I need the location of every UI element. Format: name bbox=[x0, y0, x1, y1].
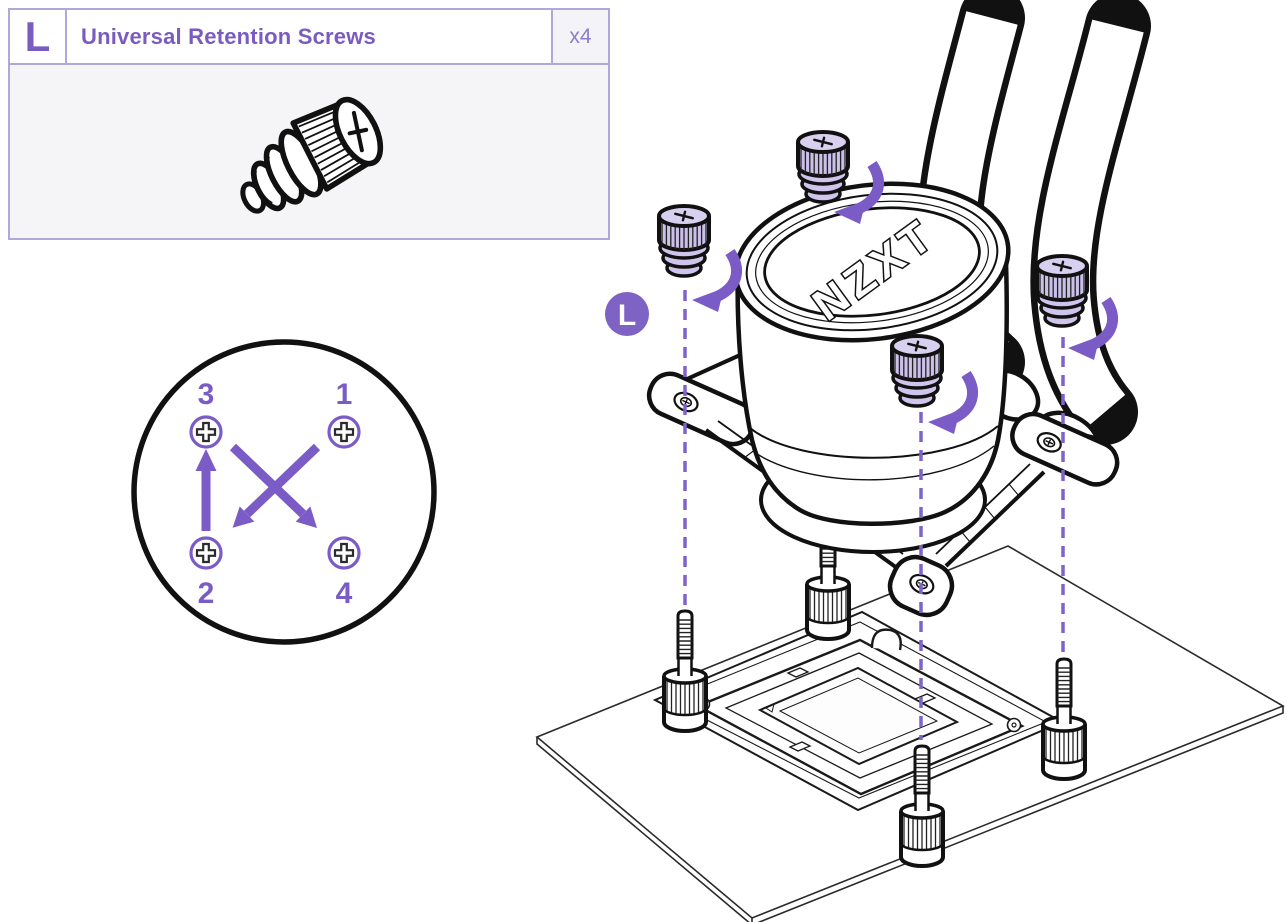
sequence-number-4: 4 bbox=[336, 577, 353, 610]
thumbscrew-left bbox=[657, 204, 711, 278]
torque-sequence-diagram: 3 1 2 4 bbox=[131, 339, 437, 645]
step-badge: L bbox=[605, 292, 649, 336]
sequence-screw-bottom-right bbox=[327, 536, 361, 570]
part-title-cell: Universal Retention Screws bbox=[67, 10, 551, 63]
part-letter-cell: L bbox=[10, 10, 67, 63]
thumbscrew-right bbox=[1035, 254, 1089, 328]
part-quantity: x4 bbox=[569, 24, 592, 48]
part-title: Universal Retention Screws bbox=[81, 23, 376, 49]
sequence-arrow-2-to-3 bbox=[195, 449, 217, 531]
cpu-socket bbox=[652, 610, 1065, 812]
pump-block: NZXT bbox=[733, 181, 1011, 554]
part-letter: L bbox=[24, 12, 51, 60]
sequence-screw-top-right bbox=[327, 415, 361, 449]
retention-screw-illustration bbox=[240, 96, 384, 214]
sequence-screw-bottom-left bbox=[189, 536, 223, 570]
sequence-arrow-3-to-4 bbox=[229, 443, 317, 528]
standoff-left bbox=[662, 609, 708, 733]
thumbscrew-back bbox=[796, 130, 850, 204]
parts-box: L Universal Retention Screws x4 bbox=[8, 8, 610, 240]
parts-box-body bbox=[10, 65, 608, 238]
sequence-number-1: 1 bbox=[336, 378, 353, 411]
sequence-screw-top-left bbox=[189, 415, 223, 449]
step-badge-letter: L bbox=[618, 299, 636, 332]
thumbscrew-front bbox=[890, 334, 944, 408]
part-quantity-cell: x4 bbox=[551, 10, 608, 63]
parts-box-header: L Universal Retention Screws x4 bbox=[10, 10, 608, 65]
sequence-arrow-1-to-2 bbox=[232, 443, 321, 528]
sequence-number-2: 2 bbox=[198, 577, 215, 610]
sequence-number-3: 3 bbox=[198, 378, 215, 411]
